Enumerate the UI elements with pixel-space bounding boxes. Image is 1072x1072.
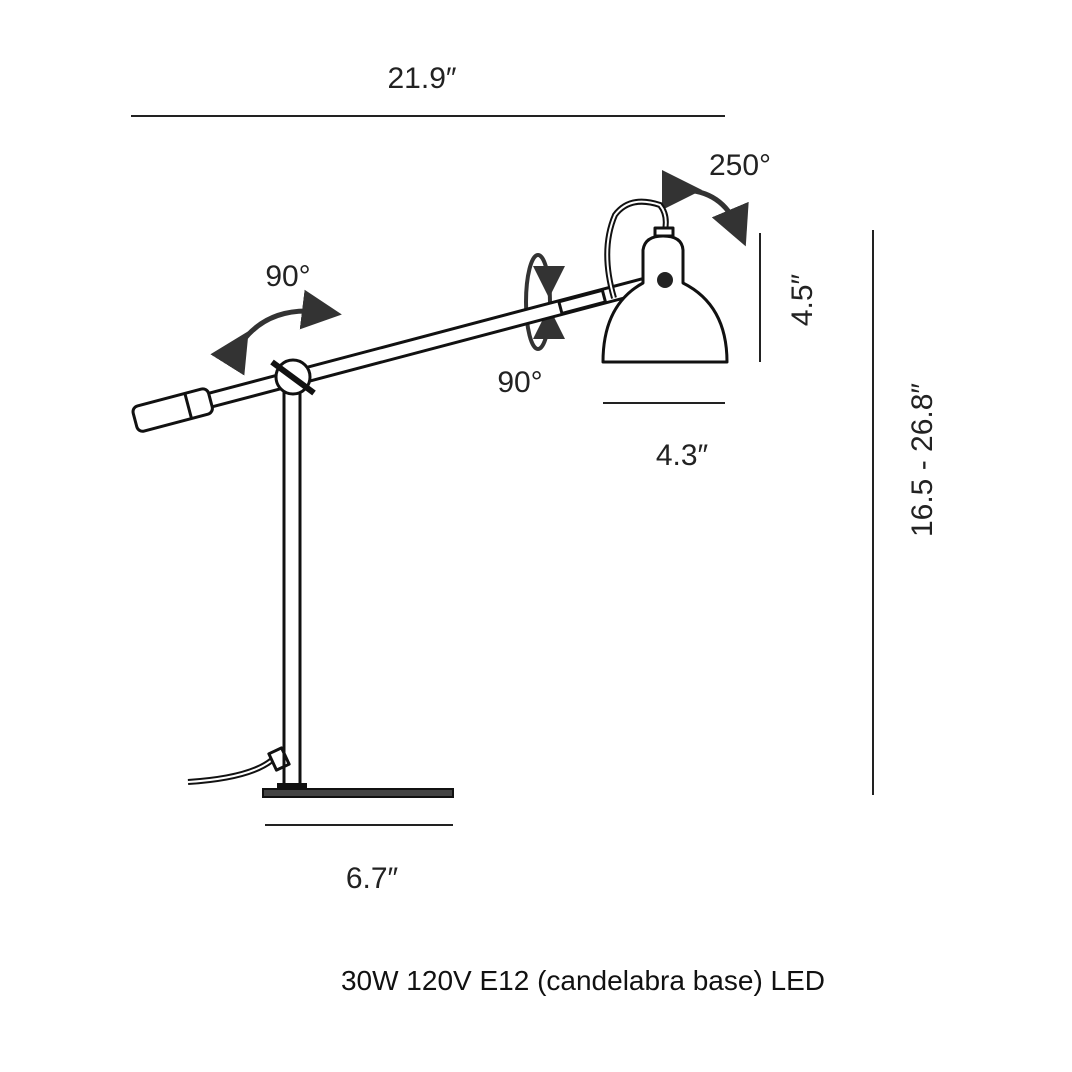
power-cord <box>187 757 274 785</box>
arm-pivot-arrow-icon <box>210 289 342 376</box>
lamp-arm <box>131 272 666 433</box>
height-range-label: 16.5 - 26.8″ <box>906 383 939 537</box>
arm-sleeve <box>557 288 607 315</box>
shade-hinge <box>657 272 673 288</box>
arm-pivot-label: 90° <box>265 260 310 293</box>
counterweight-handle <box>131 387 214 433</box>
specs-caption: 30W 120V E12 (candelabra base) LED <box>341 965 825 996</box>
lamp-stand <box>187 390 454 798</box>
shade-tilt-arrow-icon <box>661 169 749 247</box>
arm-rotation-arrow-icon <box>524 253 552 351</box>
shade-width-label: 4.3″ <box>656 439 709 472</box>
shade-body <box>601 234 729 364</box>
shade-tilt-label: 250° <box>709 149 771 182</box>
shade-height-label: 4.5″ <box>786 273 819 326</box>
lamp-base-plate <box>262 788 454 798</box>
cord-strain-relief <box>267 746 291 772</box>
base-width-label: 6.7″ <box>346 862 399 895</box>
lamp-shade <box>601 198 729 364</box>
overall-width-label: 21.9″ <box>387 62 456 95</box>
arm-rotation-label: 90° <box>497 366 542 399</box>
